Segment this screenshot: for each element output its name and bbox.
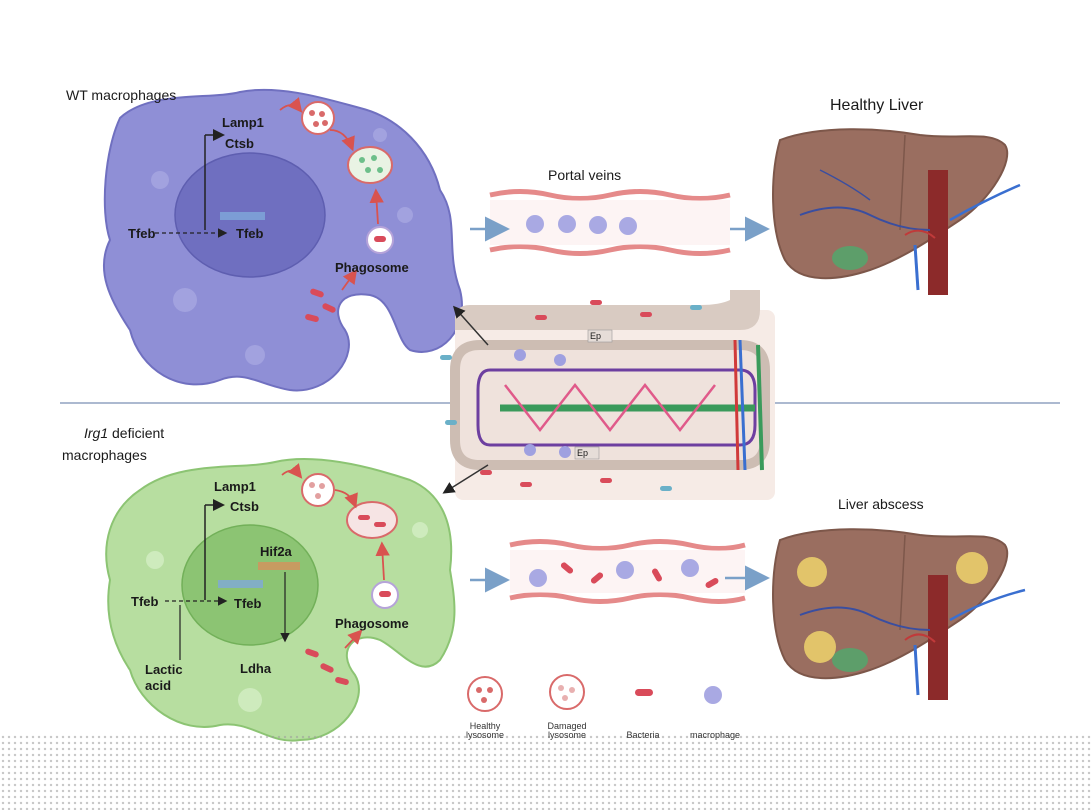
legend-label-damaged-lysosome: Damaged lysosome	[547, 721, 587, 740]
damaged-lysosome-icon	[301, 473, 335, 507]
deficient-macrophage-cell	[105, 458, 456, 742]
legend-label-macrophage: macrophage	[689, 730, 741, 740]
healthy-lysosome-icon	[301, 101, 335, 135]
wt-macrophage-cell	[102, 88, 463, 392]
wt-panel-title: WT macrophages	[66, 87, 177, 103]
portal-veins-label: Portal veins	[548, 167, 622, 183]
phagosome-label: Phagosome	[335, 260, 409, 275]
bacteria-icon	[635, 689, 653, 696]
epithelium-label-top: Ep	[590, 331, 602, 341]
ctsb-label: Ctsb	[230, 499, 259, 514]
healthy-lysosome-icon	[467, 676, 503, 712]
deficient-word: deficient	[112, 425, 165, 441]
deficient-panel-title-line2: macrophages	[62, 447, 147, 463]
healthy-liver-label: Healthy Liver	[830, 97, 924, 114]
deficient-panel-title: Irg1 deficient	[84, 426, 164, 440]
legend-label-healthy-lysosome: Healthy lysosome	[465, 721, 504, 740]
damaged-phagolysosome-icon	[346, 501, 398, 539]
intestinal-villus	[440, 290, 775, 500]
ldha-label: Ldha	[240, 661, 272, 676]
ctsb-label: Ctsb	[225, 136, 254, 151]
phagolysosome-icon	[347, 146, 393, 184]
damaged-lysosome-icon	[549, 674, 585, 710]
portal-vein-top	[470, 189, 770, 256]
legend	[467, 674, 722, 712]
hif2a-label: Hif2a	[260, 544, 292, 559]
epithelium-label-bottom: Ep	[577, 448, 589, 458]
phagosome-label: Phagosome	[335, 616, 409, 631]
dotted-texture	[0, 734, 1091, 810]
liver-abscess-label: Liver abscess	[838, 496, 924, 512]
macrophage-icon	[704, 686, 722, 704]
lamp1-label: Lamp1	[214, 479, 256, 494]
abscess-liver	[772, 528, 1026, 700]
legend-label-bacteria: Bacteria	[626, 730, 660, 740]
healthy-liver	[772, 128, 1021, 295]
tfeb-cytoplasm-label: Tfeb	[131, 594, 159, 609]
abscess-lesion	[797, 557, 827, 587]
portal-vein-bottom	[470, 539, 770, 604]
irg1-gene-label: Irg1	[84, 425, 109, 441]
dna-icon	[218, 580, 263, 588]
abscess-lesion	[804, 631, 836, 663]
lactic-acid-label: Lactic acid	[145, 662, 183, 693]
tfeb-nuclear-label: Tfeb	[234, 596, 262, 611]
tfeb-cytoplasm-label: Tfeb	[128, 226, 156, 241]
tfeb-nuclear-label: Tfeb	[236, 226, 264, 241]
dna-icon	[220, 212, 265, 220]
abscess-lesion	[956, 552, 988, 584]
lamp1-label: Lamp1	[222, 115, 264, 130]
